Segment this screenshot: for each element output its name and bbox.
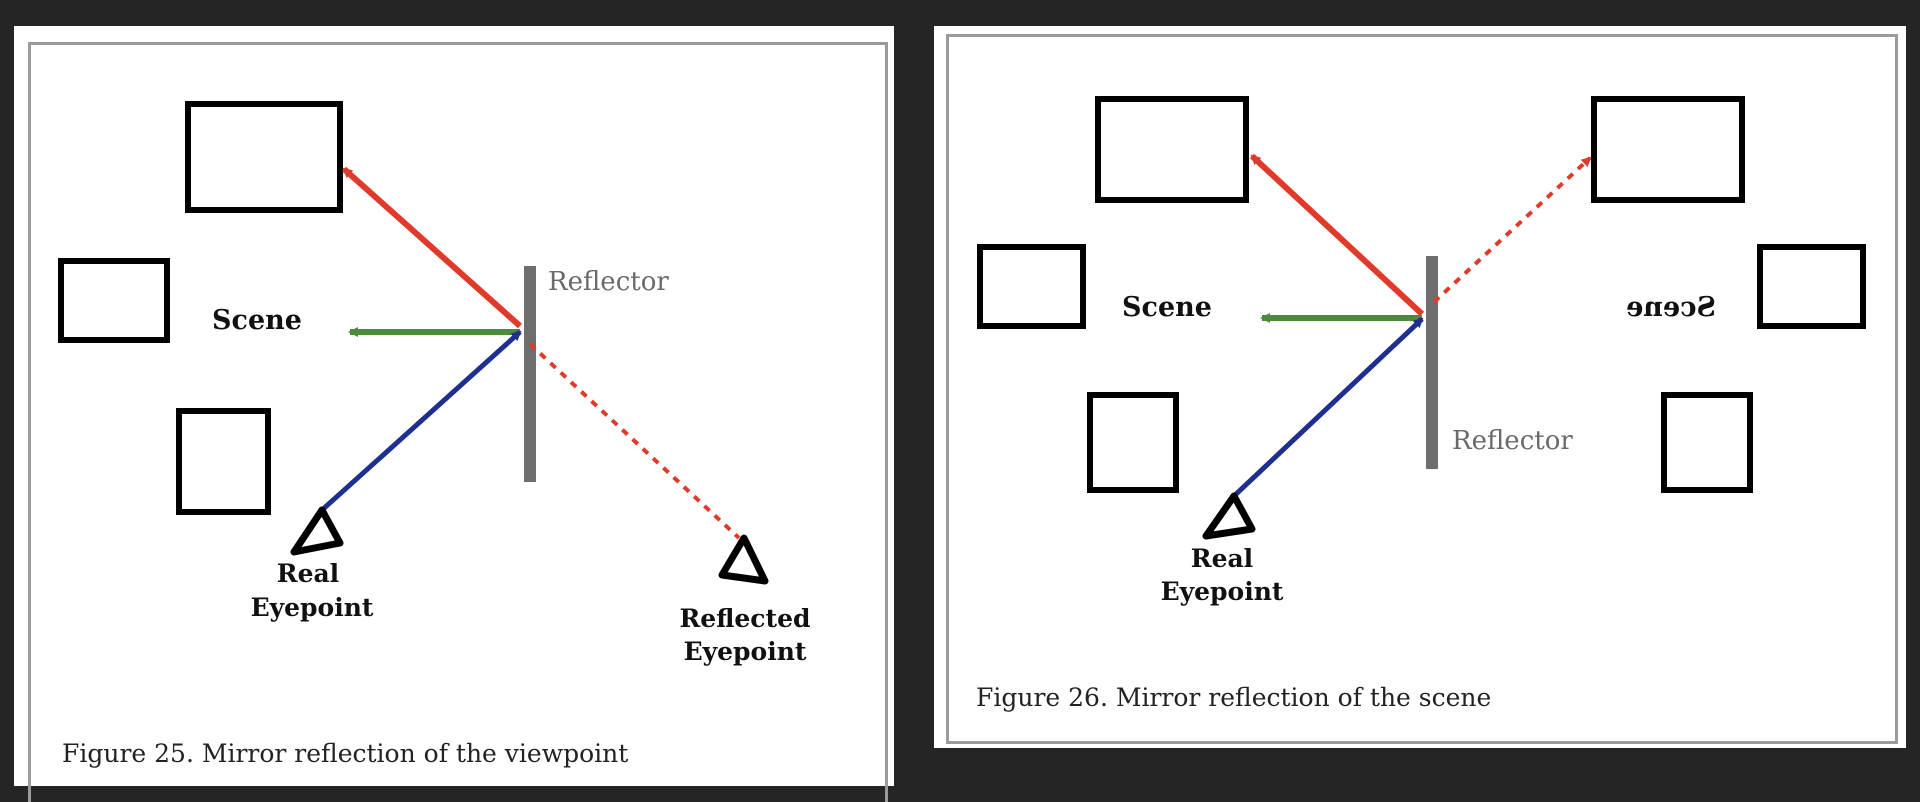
red-ray — [342, 166, 522, 329]
figure-25-caption: Figure 25. Mirror reflection of the view… — [62, 739, 628, 768]
reflected-eyepoint-label-line1: Reflected — [680, 604, 811, 633]
dotted-red-ray — [528, 342, 741, 540]
dotted-red-ray — [1432, 156, 1592, 304]
figure-25-frame — [28, 42, 888, 802]
real-eyepoint-label-line2: Eyepoint — [1161, 577, 1284, 606]
blue-ray — [1232, 317, 1424, 498]
reflector-label: Reflector — [1452, 426, 1573, 456]
real-eyepoint-label-line1: Real — [277, 559, 339, 588]
figure-26-caption: Figure 26. Mirror reflection of the scen… — [976, 683, 1491, 712]
mirrored-scene-box-bottom — [1661, 392, 1753, 493]
reflector-bar — [1426, 256, 1438, 469]
mirrored-scene-label: Scene — [1626, 292, 1716, 323]
figure-26-frame — [946, 34, 1898, 744]
scene-label: Scene — [1122, 292, 1212, 323]
scene-box-bottom — [1087, 392, 1179, 493]
scene-box-bottom — [176, 408, 271, 515]
red-ray — [1249, 153, 1425, 317]
reflector-bar — [524, 266, 536, 482]
reflected-eyepoint-icon — [718, 534, 769, 585]
scene-box-top — [185, 101, 343, 213]
scene-box-left — [977, 244, 1086, 329]
figure-25-panel: Scene Reflector Real Eyepoint Reflected … — [14, 26, 894, 802]
scene-label: Scene — [212, 305, 302, 336]
mirrored-scene-box-right — [1757, 244, 1866, 329]
blue-ray — [320, 330, 522, 512]
real-eyepoint-label-line1: Real — [1191, 544, 1253, 573]
figure-26-panel: Scene Scene Reflector Real Eyepoint Figu… — [934, 26, 1906, 748]
scene-box-top — [1095, 96, 1249, 203]
scene-box-left — [58, 258, 170, 343]
real-eyepoint-icon — [290, 506, 344, 556]
reflected-eyepoint-label-line2: Eyepoint — [684, 637, 807, 666]
figure-25-diagram: Scene Reflector Real Eyepoint Reflected … — [58, 101, 811, 768]
real-eyepoint-icon — [1202, 492, 1256, 540]
figure-26-diagram: Scene Scene Reflector Real Eyepoint Figu… — [976, 96, 1866, 712]
real-eyepoint-label-line2: Eyepoint — [251, 593, 374, 622]
mirrored-scene-box-top — [1591, 96, 1745, 203]
reflector-label: Reflector — [548, 267, 669, 297]
